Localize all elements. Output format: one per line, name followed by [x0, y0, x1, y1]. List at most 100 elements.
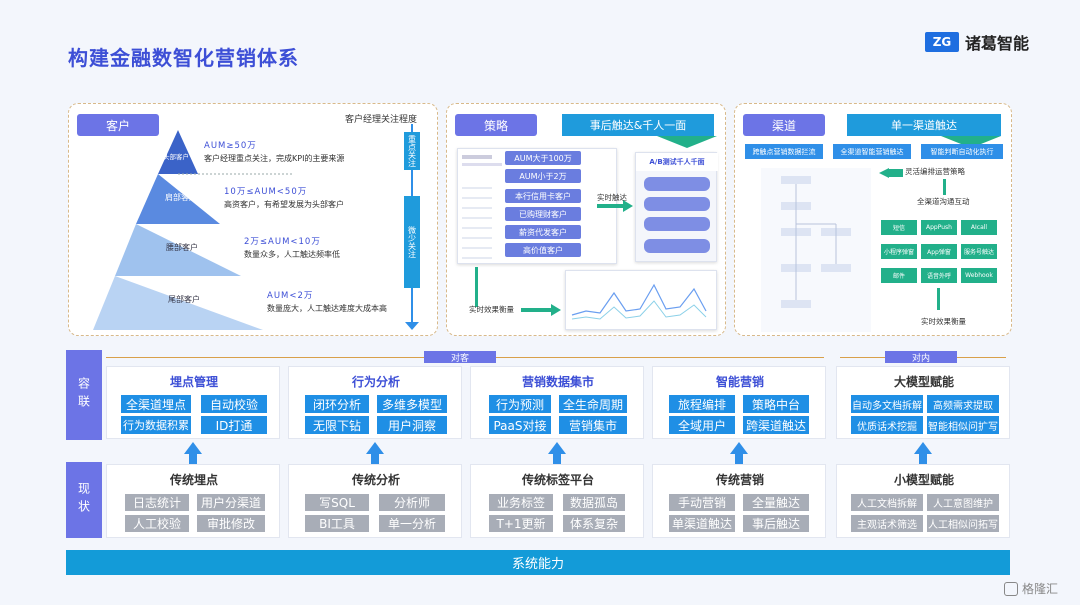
capability-chip: 用户洞察 [377, 416, 447, 434]
capability-chip: 全渠道埋点 [121, 395, 191, 413]
legacy-card: 传统埋点 日志统计 用户分渠道 人工校验 审批修改 [106, 464, 280, 538]
journey-flow [781, 176, 851, 308]
flex-arrow [879, 168, 903, 178]
mock-line [462, 163, 502, 166]
range-internal-label: 对内 [885, 351, 957, 364]
legacy-title: 小模型赋能 [893, 473, 954, 487]
capability-card: 埋点管理 全渠道埋点 自动校验 行为数据积累 ID打通 [106, 366, 280, 439]
page-title: 构建金融数智化营销体系 [68, 46, 299, 70]
channel-subtag: 智能判断自动化执行 [921, 144, 1003, 159]
measure-arrow [521, 304, 561, 316]
tier-desc: 数量庞大，人工触达难度大成本高 [267, 303, 387, 313]
channel-subtag: 全渠道智能营销触达 [833, 144, 911, 159]
ab-group-bar [644, 239, 710, 253]
segment-chip: 高价值客户 [505, 243, 581, 257]
omni-label: 全渠道沟通互动 [917, 197, 970, 206]
upgrade-arrow [730, 442, 748, 464]
channel-chip: 小程序弹窗 [881, 244, 917, 259]
legacy-title: 传统营销 [715, 473, 764, 487]
channel-chip: 短信 [881, 220, 917, 235]
measure-connector [937, 288, 940, 310]
tier-aum: 2万≤AUM<10万 [244, 237, 321, 247]
legacy-chip: 人工校验 [125, 515, 189, 532]
logo: ZG 诸葛智能 [925, 30, 1029, 54]
capability-chip: 策略中台 [743, 395, 809, 413]
tier-label-waist: 腰部客户 [166, 243, 198, 252]
capability-chip: 行为数据积累 [121, 416, 191, 434]
capability-title: 行为分析 [351, 375, 400, 389]
channel-tag: 渠道 [743, 114, 825, 136]
legacy-chip: 体系复杂 [563, 515, 625, 532]
system-capability-bar: 系统能力 [66, 550, 1010, 575]
tier-label-shoulder: 肩部客户 [165, 193, 197, 202]
capability-title: 智能营销 [715, 375, 764, 389]
legacy-title: 传统标签平台 [521, 473, 594, 487]
pyramid-tier-top [158, 130, 198, 174]
row-label-top: 容联 [66, 350, 102, 440]
legacy-chip: 数据孤岛 [563, 494, 625, 511]
mock-line [462, 155, 492, 159]
tier-desc: 高资客户，有希望发展为头部客户 [224, 199, 344, 209]
pyramid-tier-waist [115, 224, 241, 276]
strategy-tag: 策略 [455, 114, 537, 136]
capability-card: 行为分析 闭环分析 多维多模型 无限下钻 用户洞察 [288, 366, 462, 439]
channel-chip: 语音外呼 [921, 268, 957, 283]
legacy-chip: 日志统计 [125, 494, 189, 511]
journey-flow-mock [761, 168, 871, 332]
watermark-icon [1004, 581, 1018, 596]
logo-mark: ZG [925, 32, 959, 52]
legacy-chip: 手动营销 [669, 494, 735, 511]
pyramid-tier-shoulder [136, 174, 220, 224]
capability-chip: 全生命周期 [559, 395, 627, 413]
range-external-label: 对客 [424, 351, 496, 364]
customer-tag: 客户 [77, 114, 159, 136]
light-label: 微少关注 [404, 196, 420, 288]
tier-desc-head: AUM≥50万 客户经理重点关注，完成KPI的主要来源 [204, 140, 344, 165]
channel-panel: 渠道 单一渠道触达 跨触点营销数据拦流 全渠道智能营销触达 智能判断自动化执行 … [734, 103, 1012, 336]
legacy-chip: 写SQL [305, 494, 369, 511]
legacy-chip: 事后触达 [743, 515, 809, 532]
channel-subtag: 跨触点营销数据拦流 [745, 144, 823, 159]
ab-test-title: A/B测试千人千面 [636, 153, 718, 171]
banner-pointer [657, 136, 717, 148]
tier-desc: 数量众多，人工触达频率低 [244, 249, 340, 259]
pyramid-tier-tail [93, 276, 263, 330]
legacy-chip: 审批修改 [197, 515, 265, 532]
upgrade-arrow [548, 442, 566, 464]
channel-chip: App弹窗 [921, 244, 957, 259]
segment-chip: 已购理财客户 [505, 207, 581, 221]
watermark-text: 格隆汇 [1022, 582, 1059, 596]
legacy-chip: 人工意图维护 [927, 494, 999, 511]
mock-list [462, 179, 492, 259]
capability-chip: 全域用户 [669, 416, 735, 434]
segment-mock [457, 148, 617, 264]
legacy-title: 传统分析 [351, 473, 400, 487]
segment-chip: AUM大于100万 [505, 151, 581, 165]
row-label-bottom: 现状 [66, 462, 102, 538]
channel-chip: 服务号触达 [961, 244, 997, 259]
legacy-card: 传统分析 写SQL 分析师 BI工具 单一分析 [288, 464, 462, 538]
realtime-reach-label: 实时触达 [597, 193, 627, 202]
capability-chip: 行为预测 [489, 395, 551, 413]
capability-card: 大模型赋能 自动多文档拆解 高频需求提取 优质话术挖掘 智能相似问扩写 [836, 366, 1010, 439]
legacy-chip: 主观话术筛选 [851, 515, 923, 532]
pyramid [93, 130, 293, 330]
tier-desc-waist: 2万≤AUM<10万 数量众多，人工触达频率低 [244, 236, 340, 261]
tier-aum: AUM≥50万 [204, 141, 257, 151]
channel-chip: Webhook [961, 268, 997, 283]
channel-measure-label: 实时效果衡量 [921, 317, 966, 326]
legacy-chip: 人工相似问拓写 [927, 515, 999, 532]
legacy-title: 传统埋点 [169, 473, 218, 487]
effect-chart-mock [565, 270, 717, 330]
capability-chip: PaaS对接 [489, 416, 551, 434]
upgrade-arrow [914, 442, 932, 464]
capability-chip: 闭环分析 [305, 395, 369, 413]
capability-chip: 自动多文档拆解 [851, 395, 923, 413]
segment-chip: 薪资代发客户 [505, 225, 581, 239]
capability-title: 营销数据集市 [521, 375, 594, 389]
strategy-banner: 事后触达&千人一面 [562, 114, 714, 136]
capability-chip: ID打通 [201, 416, 267, 434]
channel-chip: 邮件 [881, 268, 917, 283]
effect-line-chart [571, 283, 707, 320]
capability-chip: 高频需求提取 [927, 395, 999, 413]
